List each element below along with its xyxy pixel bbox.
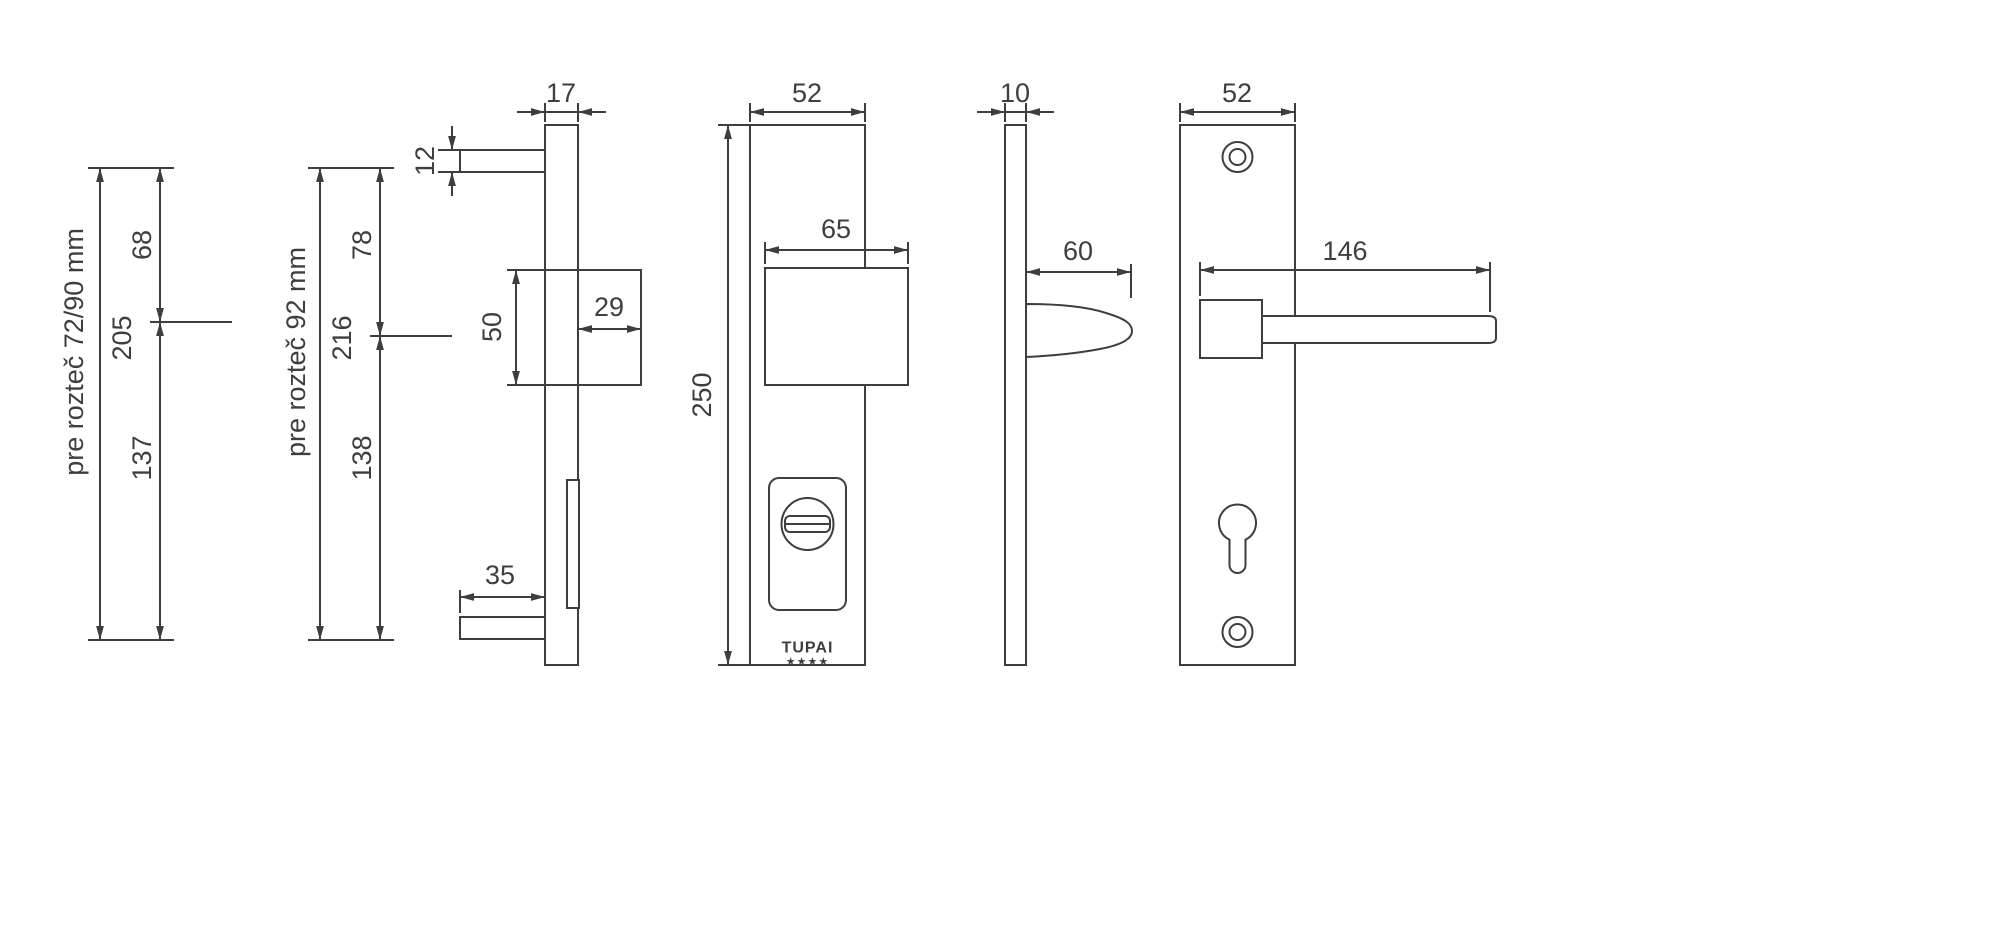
dim-label-50: 50 xyxy=(477,312,507,342)
fixing-bolt-bottom-profile xyxy=(459,616,546,640)
exterior-plate-side-view: 17 12 50 29 35 xyxy=(410,78,642,666)
dim-label-78: 78 xyxy=(347,230,377,260)
fixing-bolt-top-profile xyxy=(459,149,546,173)
interior-plate-side-view: 10 60 xyxy=(977,78,1134,666)
screw-hole-bottom-inner xyxy=(1228,623,1247,641)
interior-plate-front-view: 52 146 xyxy=(1179,78,1497,666)
dim-label-12: 12 xyxy=(410,146,440,176)
tupai-logo-stars: ★★★★ xyxy=(786,656,829,668)
knob-profile xyxy=(577,269,642,386)
dim-label-35: 35 xyxy=(485,560,515,590)
ref-label-72-90: pre rozteč 72/90 mm xyxy=(59,228,89,476)
dim-label-65: 65 xyxy=(821,214,851,244)
handle-rose xyxy=(1199,299,1263,359)
interior-plate-profile xyxy=(1004,124,1027,666)
dim-label-10: 10 xyxy=(1000,78,1030,108)
dim-label-250: 250 xyxy=(687,372,717,417)
dim-label-205: 205 xyxy=(107,315,137,360)
exterior-plate-front-view: 52 250 65 TUPAI ★★★★ xyxy=(687,78,909,668)
handle-lever xyxy=(1261,315,1497,344)
tupai-logo: TUPAI xyxy=(782,640,834,657)
dim-label-29: 29 xyxy=(594,292,624,322)
dim-label-146: 146 xyxy=(1322,236,1367,266)
dim-label-216: 216 xyxy=(327,315,357,360)
dim-label-137: 137 xyxy=(127,435,157,480)
ref-label-92: pre rozteč 92 mm xyxy=(281,247,311,457)
dim-label-138: 138 xyxy=(347,435,377,480)
knob-face xyxy=(764,267,909,386)
handle-lever-profile xyxy=(1025,302,1134,359)
dim-label-52-exterior: 52 xyxy=(792,78,822,108)
security-escutcheon-profile xyxy=(566,479,580,609)
dim-label-68: 68 xyxy=(127,230,157,260)
reference-dims-92: pre rozteč 92 mm 216 78 138 xyxy=(281,167,452,641)
pz-cylinder-keyhole xyxy=(1218,503,1257,574)
interior-plate-face xyxy=(1179,124,1296,666)
dim-label-60: 60 xyxy=(1063,236,1093,266)
screw-hole-top-inner xyxy=(1228,148,1247,166)
dim-label-52-interior: 52 xyxy=(1222,78,1252,108)
dim-label-17: 17 xyxy=(546,78,576,108)
reference-dims-72-90: pre rozteč 72/90 mm 205 68 137 xyxy=(59,167,232,641)
